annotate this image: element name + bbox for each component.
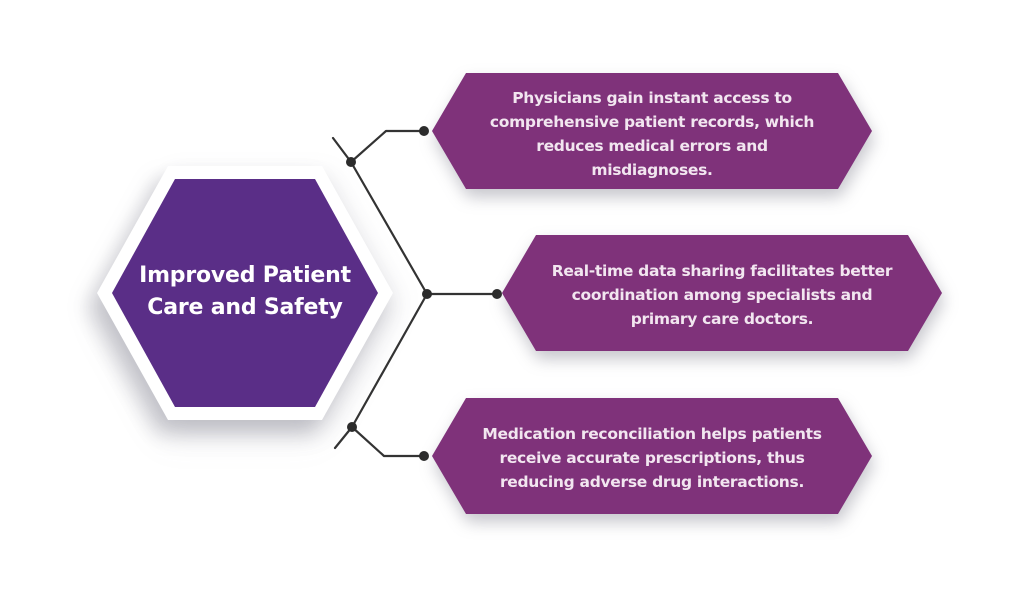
branch-text-line: Physicians gain instant access to — [512, 89, 792, 107]
hub-hexagon — [112, 179, 378, 407]
branch-text-line: primary care doctors. — [630, 310, 814, 328]
hub-title: Improved Patient Care and Safety — [125, 260, 365, 324]
branch-text-line: receive accurate prescriptions, thus — [499, 449, 805, 467]
hub-title-line: Care and Safety — [147, 295, 343, 320]
branch-text-line: reducing adverse drug interactions. — [499, 473, 805, 491]
branch-text-middle: Real-time data sharing facilitates bette… — [502, 259, 942, 331]
connector-dot — [422, 289, 432, 299]
branch-text-line: coordination among specialists and — [571, 286, 873, 304]
branch-box-bottom — [432, 398, 872, 514]
branch-box-middle — [502, 235, 942, 351]
branch-box-top — [432, 73, 872, 189]
connector-dot — [419, 126, 429, 136]
connector-dot — [347, 422, 357, 432]
connector-branch-top — [349, 129, 426, 164]
branch-text-line: Real-time data sharing facilitates bette… — [551, 262, 893, 280]
connector-lines — [331, 126, 502, 461]
branch-text-line: comprehensive patient records, which — [489, 113, 815, 131]
connector-dot — [492, 289, 502, 299]
connector-dot — [346, 157, 356, 167]
connector-branch-bottom — [350, 425, 426, 458]
connector-dot — [419, 451, 429, 461]
branch-text-line: misdiagnoses. — [591, 161, 713, 179]
branch-text-line: reduces medical errors and — [536, 137, 768, 155]
branch-text-top: Physicians gain instant access to compre… — [432, 86, 872, 182]
branch-text-bottom: Medication reconciliation helps patients… — [432, 422, 872, 494]
hub-title-line: Improved Patient — [139, 263, 351, 288]
branch-text-line: Medication reconciliation helps patients — [482, 425, 822, 443]
